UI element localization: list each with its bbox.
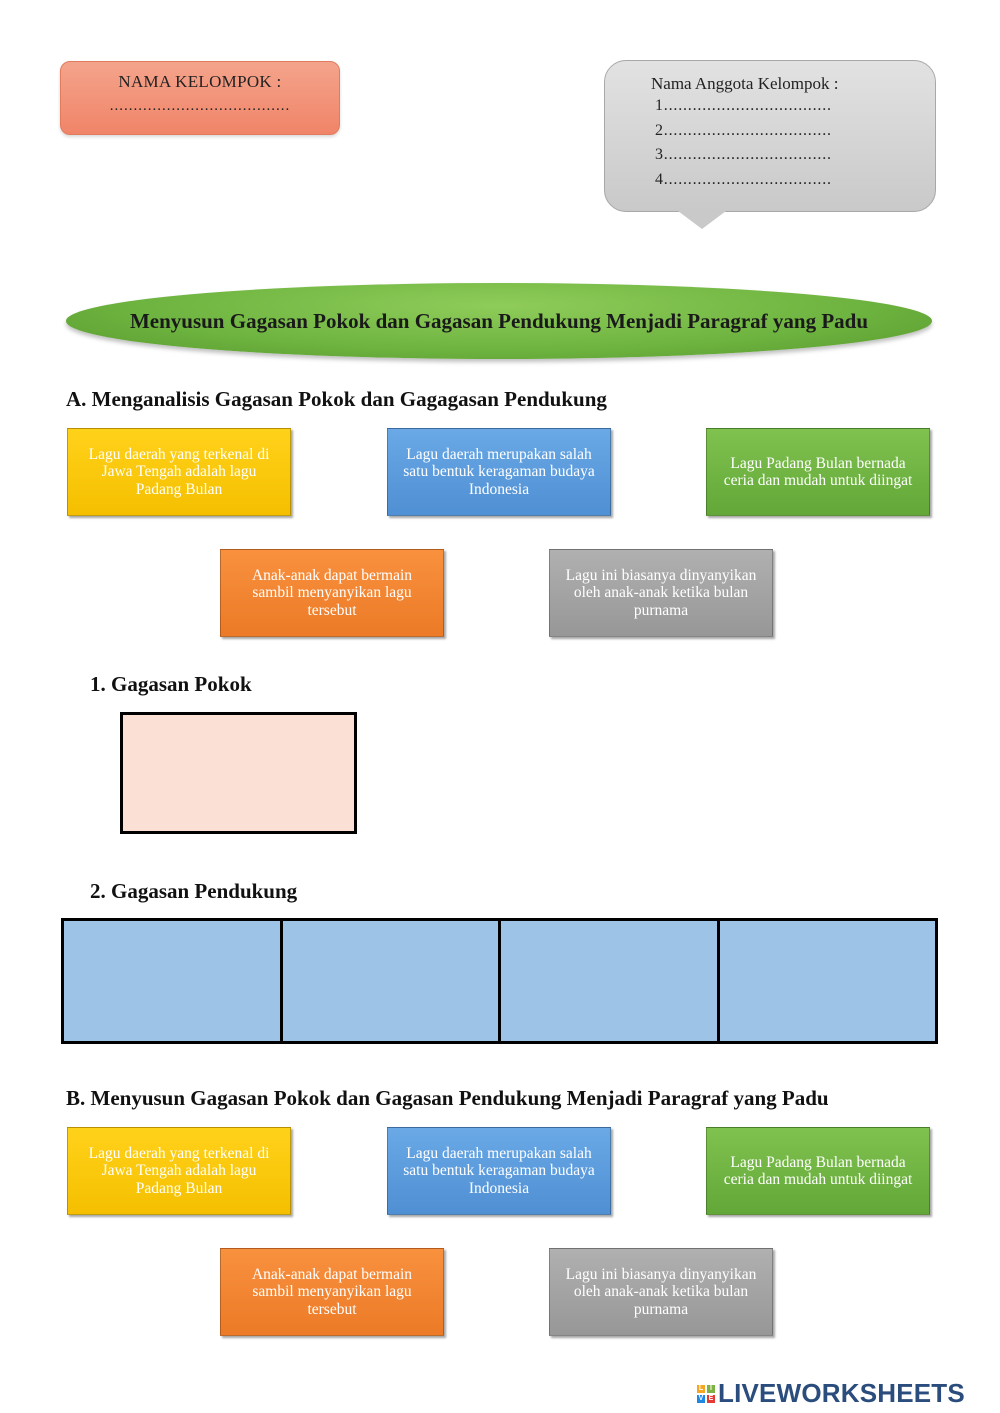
draggable-card-a1[interactable]: Lagu daerah yang terkenal di Jawa Tengah…	[67, 428, 291, 516]
draggable-card-a4[interactable]: Anak-anak dapat bermain sambil menyanyik…	[220, 549, 444, 637]
pendukung-drop-zone-3[interactable]	[501, 921, 720, 1041]
liveworksheets-logo-text: LIVEWORKSHEETS	[718, 1378, 965, 1408]
draggable-card-a3[interactable]: Lagu Padang Bulan bernada ceria dan muda…	[706, 428, 930, 516]
section-b-heading: B. Menyusun Gagasan Pokok dan Gagasan Pe…	[66, 1086, 829, 1110]
draggable-card-b4[interactable]: Anak-anak dapat bermain sambil menyanyik…	[220, 1248, 444, 1336]
member-line-1[interactable]: 1...................................	[655, 97, 832, 114]
draggable-card-b2[interactable]: Lagu daerah merupakan salah satu bentuk …	[387, 1127, 611, 1215]
members-title: Nama Anggota Kelompok :	[651, 74, 839, 93]
liveworksheets-logo-icon: L I V E	[697, 1384, 715, 1403]
callout-tail	[674, 208, 730, 229]
group-name-label: NAMA KELOMPOK :	[118, 72, 282, 91]
member-line-2[interactable]: 2...................................	[655, 121, 832, 139]
pendukung-drop-zone-4[interactable]	[720, 921, 936, 1041]
member-line-3[interactable]: 3...................................	[655, 146, 832, 163]
draggable-card-a2[interactable]: Lagu daerah merupakan salah satu bentuk …	[387, 428, 611, 516]
draggable-card-b3[interactable]: Lagu Padang Bulan bernada ceria dan muda…	[706, 1127, 930, 1215]
worksheet-title-banner: Menyusun Gagasan Pokok dan Gagasan Pendu…	[66, 283, 932, 359]
member-line-4[interactable]: 4...................................	[655, 170, 832, 188]
draggable-card-b1[interactable]: Lagu daerah yang terkenal di Jawa Tengah…	[67, 1127, 291, 1215]
draggable-card-b5[interactable]: Lagu ini biasanya dinyanyikan oleh anak-…	[549, 1248, 773, 1336]
pendukung-drop-zone-1[interactable]	[64, 921, 283, 1041]
gagasan-pendukung-heading: 2. Gagasan Pendukung	[90, 879, 298, 903]
group-name-box: NAMA KELOMPOK : ........................…	[60, 61, 340, 135]
section-a-heading: A. Menganalisis Gagasan Pokok dan Gagaga…	[66, 387, 607, 411]
pendukung-drop-zone-2[interactable]	[283, 921, 501, 1041]
group-name-blank[interactable]: ......................................	[109, 98, 291, 114]
gagasan-pokok-drop-zone[interactable]	[120, 712, 357, 834]
liveworksheets-logo[interactable]: L I V E LIVEWORKSHEETS	[697, 1378, 965, 1409]
draggable-card-a5[interactable]: Lagu ini biasanya dinyanyikan oleh anak-…	[549, 549, 773, 637]
worksheet-title: Menyusun Gagasan Pokok dan Gagasan Pendu…	[129, 308, 869, 333]
members-callout: Nama Anggota Kelompok : 1...............…	[604, 60, 936, 212]
gagasan-pokok-heading: 1. Gagasan Pokok	[90, 672, 252, 696]
gagasan-pendukung-drop-row	[61, 918, 938, 1044]
